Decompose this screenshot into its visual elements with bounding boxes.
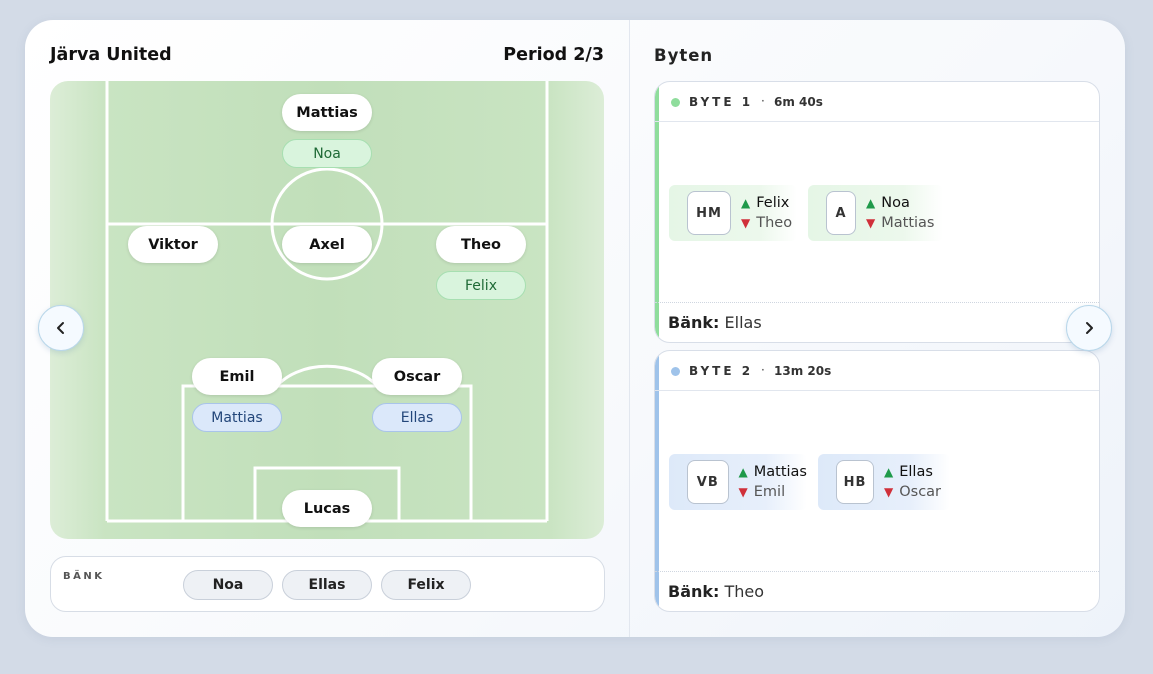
- chevron-left-icon: [57, 322, 64, 334]
- pitch: Mattias Noa Viktor Axel Theo Felix Emil …: [50, 81, 604, 539]
- card-accent: [655, 82, 659, 342]
- card-footer: Bänk: Theo: [655, 571, 1099, 611]
- player-def-left[interactable]: Emil: [192, 358, 282, 395]
- player-forward[interactable]: Mattias: [282, 94, 372, 131]
- player-in: Noa: [881, 195, 910, 211]
- header-separator: ·: [761, 94, 765, 108]
- bench-player[interactable]: Felix: [381, 570, 471, 600]
- card-header: BYTE 2 · 13m 20s: [655, 351, 1099, 391]
- player-mid-left[interactable]: Viktor: [128, 226, 218, 263]
- arrow-down-icon: ▼: [866, 216, 876, 230]
- substitution-label: BYTE 1: [689, 95, 754, 109]
- status-dot: [671, 98, 680, 107]
- substitution-time: 13m 20s: [774, 364, 832, 378]
- team-name: Järva United: [50, 45, 172, 65]
- sub-in-def-left: Mattias: [192, 403, 282, 432]
- arrow-up-icon: ▲: [741, 196, 751, 210]
- next-period-button[interactable]: [1066, 305, 1112, 351]
- player-mid-center[interactable]: Axel: [282, 226, 372, 263]
- substitution-time: 6m 40s: [774, 95, 823, 109]
- arrow-up-icon: ▲: [866, 196, 876, 210]
- substitution-card-2: BYTE 2 · 13m 20s VB ▲ Mattias ▼ Emil HB ▲ E…: [654, 350, 1100, 612]
- substitution-label: BYTE 2: [689, 364, 754, 378]
- player-in: Felix: [756, 195, 790, 211]
- substitutions-title: Byten: [654, 46, 714, 65]
- arrow-down-icon: ▼: [738, 485, 748, 499]
- player-out: Mattias: [881, 215, 935, 231]
- bench-footer-value: Theo: [724, 582, 765, 601]
- arrow-up-icon: ▲: [738, 465, 748, 479]
- player-mid-right[interactable]: Theo: [436, 226, 526, 263]
- card-footer: Bänk: Ellas: [655, 302, 1099, 342]
- sub-in-forward: Noa: [282, 139, 372, 168]
- position-badge: HB: [836, 460, 874, 504]
- player-in: Mattias: [753, 464, 807, 480]
- card-header: BYTE 1 · 6m 40s: [655, 82, 1099, 122]
- player-def-right[interactable]: Oscar: [372, 358, 462, 395]
- arrow-down-icon: ▼: [741, 216, 751, 230]
- bench-label: BÄNK: [63, 571, 105, 582]
- player-in: Ellas: [899, 464, 933, 480]
- swap-row[interactable]: HM ▲ Felix ▼ Theo: [669, 185, 797, 241]
- bench-footer-label: Bänk:: [668, 582, 720, 601]
- player-out: Theo: [756, 215, 793, 231]
- chevron-right-icon: [1086, 322, 1093, 334]
- bench-footer-label: Bänk:: [668, 313, 720, 332]
- arrow-up-icon: ▲: [884, 465, 894, 479]
- position-badge: A: [826, 191, 856, 235]
- position-badge: HM: [687, 191, 731, 235]
- bench-player[interactable]: Noa: [183, 570, 273, 600]
- panel-divider: [629, 20, 630, 637]
- player-goalkeeper[interactable]: Lucas: [282, 490, 372, 527]
- period-indicator: Period 2/3: [503, 45, 604, 65]
- status-dot: [671, 367, 680, 376]
- lineup-card: Järva United Period 2/3 Mattias Noa Vikt…: [25, 20, 1125, 637]
- player-out: Oscar: [899, 484, 942, 500]
- player-out: Emil: [753, 484, 786, 500]
- previous-period-button[interactable]: [38, 305, 84, 351]
- sub-in-def-right: Ellas: [372, 403, 462, 432]
- arrow-down-icon: ▼: [884, 485, 894, 499]
- sub-in-mid-right: Felix: [436, 271, 526, 300]
- bench-panel: BÄNK Noa Ellas Felix: [50, 556, 605, 612]
- swap-row[interactable]: VB ▲ Mattias ▼ Emil: [669, 454, 807, 510]
- header-separator: ·: [761, 363, 765, 377]
- bench-player[interactable]: Ellas: [282, 570, 372, 600]
- swap-row[interactable]: HB ▲ Ellas ▼ Oscar: [818, 454, 950, 510]
- substitution-card-1: BYTE 1 · 6m 40s HM ▲ Felix ▼ Theo A ▲ Noa ▼…: [654, 81, 1100, 343]
- card-accent: [655, 351, 659, 611]
- swap-row[interactable]: A ▲ Noa ▼ Mattias: [808, 185, 943, 241]
- position-badge: VB: [687, 460, 729, 504]
- bench-footer-value: Ellas: [724, 313, 762, 332]
